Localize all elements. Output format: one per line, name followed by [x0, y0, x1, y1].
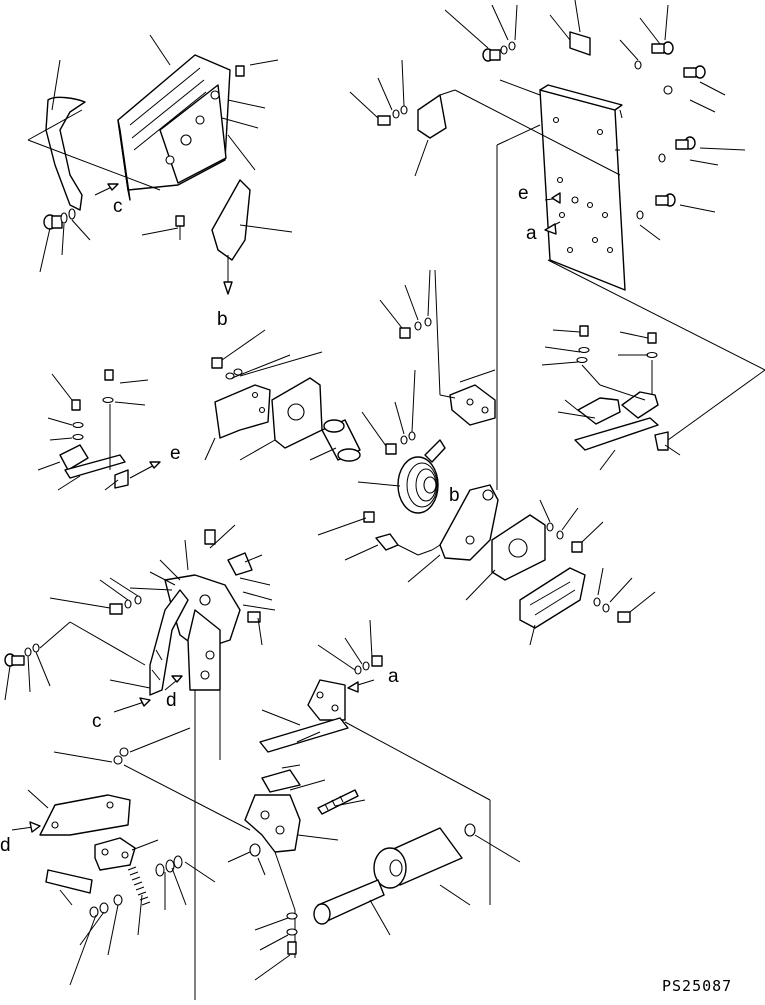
reference-code: PS25087 [662, 977, 733, 995]
pedal-bracket-lower [244, 794, 301, 853]
spacer-cylinder [321, 419, 361, 462]
callout-e-left: e [170, 443, 181, 464]
bracket-hook [45, 96, 86, 211]
callout-d-left: d [0, 835, 11, 856]
callout-a-right: a [526, 223, 537, 244]
control-box [117, 54, 231, 201]
switch-group-left [59, 369, 129, 489]
bolt-bracket-right [39, 794, 131, 836]
callout-e-right: e [518, 183, 529, 204]
long-bolt [317, 789, 359, 815]
spacer-pad [45, 869, 93, 894]
callout-c-top: c [113, 196, 123, 217]
clevis-block [94, 837, 136, 871]
small-bracket-top [211, 179, 251, 261]
switch-bracket-top [417, 94, 447, 139]
callout-d-mid: d [166, 690, 177, 711]
bolts-plate [377, 41, 706, 220]
lever-bracket-mid [439, 484, 499, 561]
bolts-lever-left [4, 595, 142, 667]
switch-group-right [574, 325, 669, 451]
pedal-lever-assembly [149, 529, 261, 696]
shaft-cylinder [313, 879, 385, 925]
flange-plate-right [491, 514, 546, 581]
spring-coil [89, 855, 183, 918]
spring-reel [397, 439, 446, 514]
callout-a-mid: a [388, 666, 399, 687]
mounting-plate [539, 84, 626, 291]
switch-bracket-mid [449, 384, 496, 426]
callout-b-mid: b [449, 485, 460, 506]
bushing-block [373, 827, 463, 889]
pedal-pad-right [519, 567, 586, 629]
callout-b-top: b [217, 309, 228, 330]
callout-c-mid: c [92, 711, 102, 732]
pedal-bracket-upper [211, 357, 271, 439]
bearing-plate [271, 377, 323, 449]
small-plate-top [569, 31, 591, 56]
angle-bracket [259, 679, 349, 793]
small-parts-lower-center [249, 843, 298, 955]
bolts-center [363, 317, 432, 523]
